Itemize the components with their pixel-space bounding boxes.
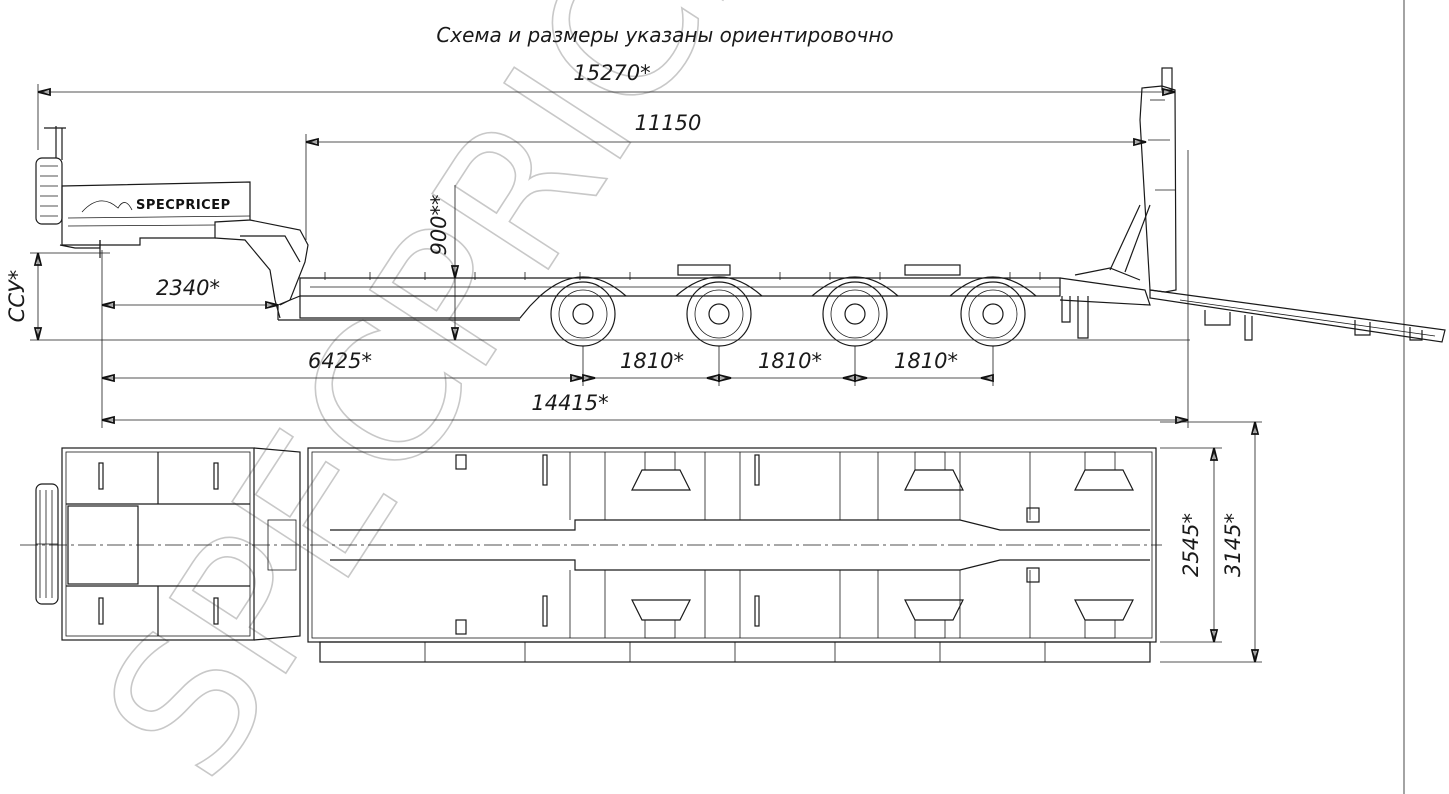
lashing-points — [455, 454, 1040, 635]
dim-kingpin-height: ССУ* — [5, 270, 29, 323]
wheel-2 — [686, 281, 752, 347]
drawing-title: Схема и размеры указаны ориентировочно — [436, 23, 893, 47]
top-view: 2545* 3145* — [20, 421, 1262, 663]
watermark-text: SPECPRICEP — [62, 0, 878, 794]
dim-axle-spacing-2: 1810* — [758, 349, 822, 373]
dim-length-to-rear: 14415* — [531, 391, 608, 415]
dim-axle-spacing-3: 1810* — [894, 349, 958, 373]
dim-axle-spacing-1: 1810* — [620, 349, 684, 373]
dim-overall-width: 3145* — [1221, 513, 1245, 577]
watermark: SPECPRICEP — [62, 0, 880, 794]
side-view: SPECPRICEP — [5, 61, 1446, 428]
dim-platform-length: 11150 — [635, 111, 702, 135]
deck-panels — [569, 452, 1031, 638]
side-rail-segments — [424, 642, 1046, 662]
deck-stakes — [324, 272, 1041, 280]
dim-platform-height: 900** — [427, 194, 451, 255]
dim-inner-width: 2545* — [1179, 513, 1203, 577]
dim-kingpin-to-front: 2340* — [156, 276, 220, 300]
dim-overall-length: 15270* — [573, 61, 650, 85]
dim-kingpin-to-axle: 6425* — [308, 349, 372, 373]
wheel-3 — [822, 281, 888, 347]
axle-blocks — [631, 451, 1134, 639]
brand-label: SPECPRICEP — [136, 198, 231, 213]
wheel-4 — [960, 281, 1026, 347]
